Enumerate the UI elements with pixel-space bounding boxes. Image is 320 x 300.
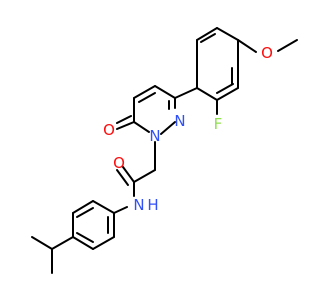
ring-nitrogen-2-label: N xyxy=(174,112,185,130)
bond xyxy=(196,27,218,41)
bond xyxy=(133,85,156,99)
bond xyxy=(160,121,176,135)
bond xyxy=(174,87,198,99)
bond xyxy=(51,236,74,250)
bond xyxy=(138,92,156,103)
bond xyxy=(113,206,128,214)
bond xyxy=(196,87,218,101)
amide-nitrogen-label: N xyxy=(133,196,144,214)
bond xyxy=(200,33,216,43)
bond xyxy=(277,39,298,52)
molecule-diagram: O F N N O O N H xyxy=(31,27,298,274)
amide-hydrogen-label: H xyxy=(147,196,158,214)
bond xyxy=(76,232,94,243)
ring-nitrogen-1-label: N xyxy=(149,127,160,145)
bond xyxy=(122,166,135,183)
bond xyxy=(237,39,257,53)
bond xyxy=(92,200,115,214)
bonds xyxy=(31,27,298,274)
bond xyxy=(92,236,115,250)
ketone-oxygen-label: O xyxy=(103,121,115,139)
amide-oxygen-label: O xyxy=(113,154,125,172)
bond xyxy=(133,169,156,183)
bond xyxy=(154,85,176,99)
fluorine-label: F xyxy=(214,115,223,133)
bond xyxy=(216,27,239,41)
atom-labels: O F N N O O N H xyxy=(103,44,273,214)
bond xyxy=(116,169,129,186)
bond xyxy=(116,121,135,130)
methoxy-oxygen-label: O xyxy=(261,44,273,62)
bond xyxy=(133,121,150,133)
bond xyxy=(72,236,94,250)
bond xyxy=(72,200,94,214)
bond xyxy=(216,83,234,94)
bond xyxy=(76,207,94,218)
bond xyxy=(216,87,239,101)
bond xyxy=(116,115,132,124)
bond xyxy=(31,236,53,250)
